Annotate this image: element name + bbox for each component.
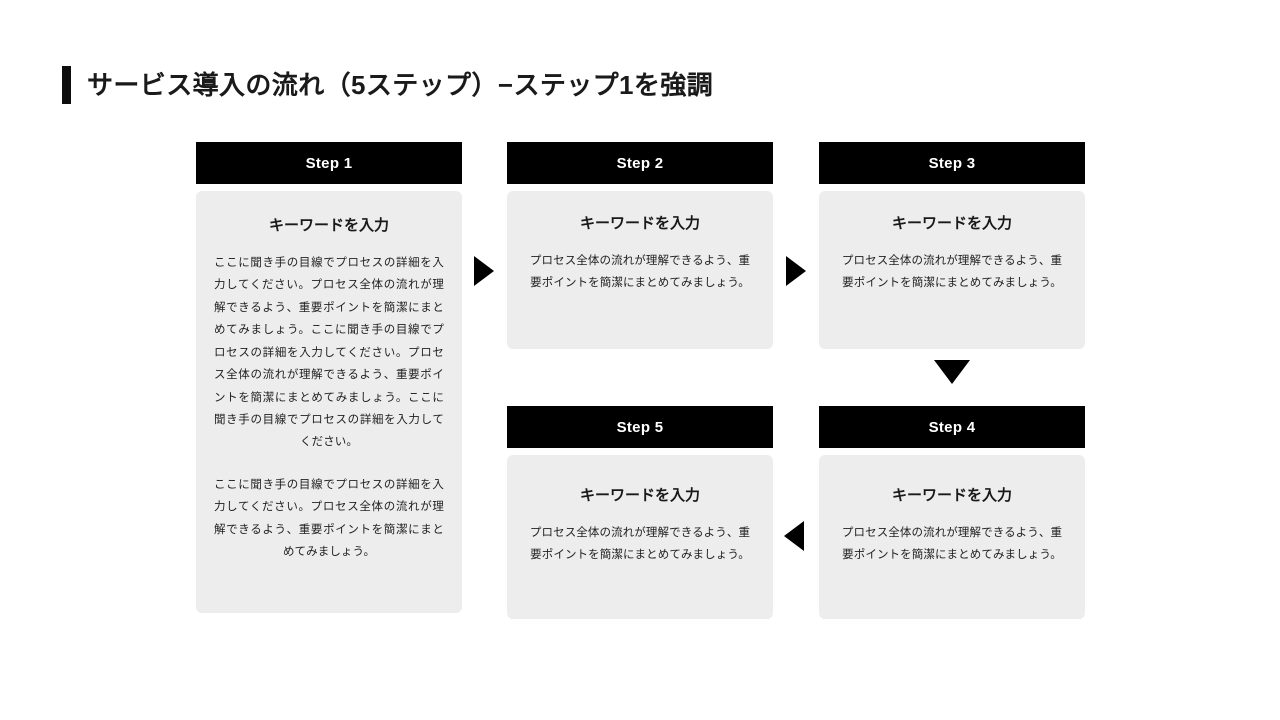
step-body-step3: キーワードを入力 プロセス全体の流れが理解できるよう、重要ポイントを簡潔にまとめ… bbox=[819, 191, 1085, 349]
step-card-step5[interactable]: Step 5 キーワードを入力 プロセス全体の流れが理解できるよう、重要ポイント… bbox=[507, 406, 773, 619]
step-paragraph-step5-1: プロセス全体の流れが理解できるよう、重要ポイントを簡潔にまとめてみましょう。 bbox=[529, 527, 751, 562]
step-paragraph-step1-1: ここに聞き手の目線でプロセスの詳細を入力してください。プロセス全体の流れが理解で… bbox=[214, 257, 444, 449]
step-paragraph-step1-2: ここに聞き手の目線でプロセスの詳細を入力してください。プロセス全体の流れが理解で… bbox=[214, 478, 444, 559]
step-paragraph-step4-1: プロセス全体の流れが理解できるよう、重要ポイントを簡潔にまとめてみましょう。 bbox=[841, 527, 1063, 562]
step-header-step5: Step 5 bbox=[507, 406, 773, 448]
step-body-step2: キーワードを入力 プロセス全体の流れが理解できるよう、重要ポイントを簡潔にまとめ… bbox=[507, 191, 773, 349]
step-heading-step4: キーワードを入力 bbox=[891, 487, 1012, 504]
step-header-step2: Step 2 bbox=[507, 142, 773, 184]
step-body-step5: キーワードを入力 プロセス全体の流れが理解できるよう、重要ポイントを簡潔にまとめ… bbox=[507, 455, 773, 619]
step-body-step1: キーワードを入力 ここに聞き手の目線でプロセスの詳細を入力してください。プロセス… bbox=[196, 191, 462, 613]
step-body-step4: キーワードを入力 プロセス全体の流れが理解できるよう、重要ポイントを簡潔にまとめ… bbox=[819, 455, 1085, 619]
step-paragraph-step3-1: プロセス全体の流れが理解できるよう、重要ポイントを簡潔にまとめてみましょう。 bbox=[841, 255, 1063, 290]
arrow-down-icon bbox=[934, 360, 970, 384]
step-paragraph-step2-1: プロセス全体の流れが理解できるよう、重要ポイントを簡潔にまとめてみましょう。 bbox=[529, 255, 751, 290]
step-heading-step2: キーワードを入力 bbox=[579, 215, 700, 232]
step-header-step3: Step 3 bbox=[819, 142, 1085, 184]
title-accent-bar bbox=[62, 66, 71, 104]
step-heading-step3: キーワードを入力 bbox=[891, 215, 1012, 232]
step-header-step1: Step 1 bbox=[196, 142, 462, 184]
arrow-left-icon bbox=[784, 521, 804, 551]
step-card-step4[interactable]: Step 4 キーワードを入力 プロセス全体の流れが理解できるよう、重要ポイント… bbox=[819, 406, 1085, 619]
arrow-right-icon bbox=[474, 256, 494, 286]
step-heading-step5: キーワードを入力 bbox=[579, 487, 700, 504]
page-title: サービス導入の流れ（5ステップ）−ステップ1を強調 bbox=[62, 66, 713, 104]
page-title-text: サービス導入の流れ（5ステップ）−ステップ1を強調 bbox=[87, 70, 714, 100]
step-card-step3[interactable]: Step 3 キーワードを入力 プロセス全体の流れが理解できるよう、重要ポイント… bbox=[819, 142, 1085, 349]
step-card-step2[interactable]: Step 2 キーワードを入力 プロセス全体の流れが理解できるよう、重要ポイント… bbox=[507, 142, 773, 349]
step-header-step4: Step 4 bbox=[819, 406, 1085, 448]
step-card-step1[interactable]: Step 1 キーワードを入力 ここに聞き手の目線でプロセスの詳細を入力してくだ… bbox=[196, 142, 462, 613]
step-heading-step1: キーワードを入力 bbox=[268, 217, 389, 234]
arrow-right-icon bbox=[786, 256, 806, 286]
